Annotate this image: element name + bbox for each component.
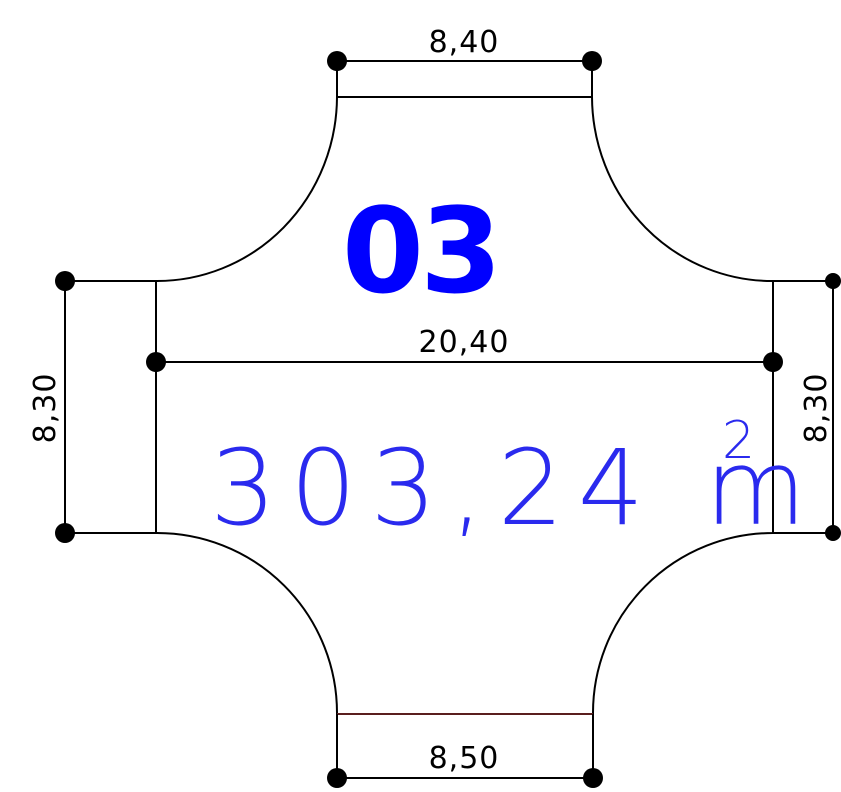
dimension-point [146,352,166,372]
dimension-point [55,523,75,543]
dimension-point [825,273,841,289]
middle-dimension: 20,40 [146,325,783,372]
dimension-point [327,51,347,71]
dimension-point [327,768,347,788]
bottom-dimension: 8,50 [327,714,603,788]
left-dimension-label: 8,30 [28,373,63,444]
right-dimension: 8,30 [773,273,841,541]
top-dimension-label: 8,40 [429,25,500,60]
dimension-point [582,51,602,71]
dimension-point [583,768,603,788]
area-value-label: 303,24 m [210,427,820,549]
area-unit-exponent: 2 [722,411,755,471]
left-dimension: 8,30 [28,271,156,543]
right-dimension-label: 8,30 [799,373,834,444]
dimension-point [763,352,783,372]
bottom-dimension-label: 8,50 [429,741,500,776]
dimension-point [55,271,75,291]
plot-number-label: 03 [342,182,498,320]
dimension-point [825,525,841,541]
middle-dimension-label: 20,40 [419,325,510,360]
top-dimension: 8,40 [327,25,602,97]
